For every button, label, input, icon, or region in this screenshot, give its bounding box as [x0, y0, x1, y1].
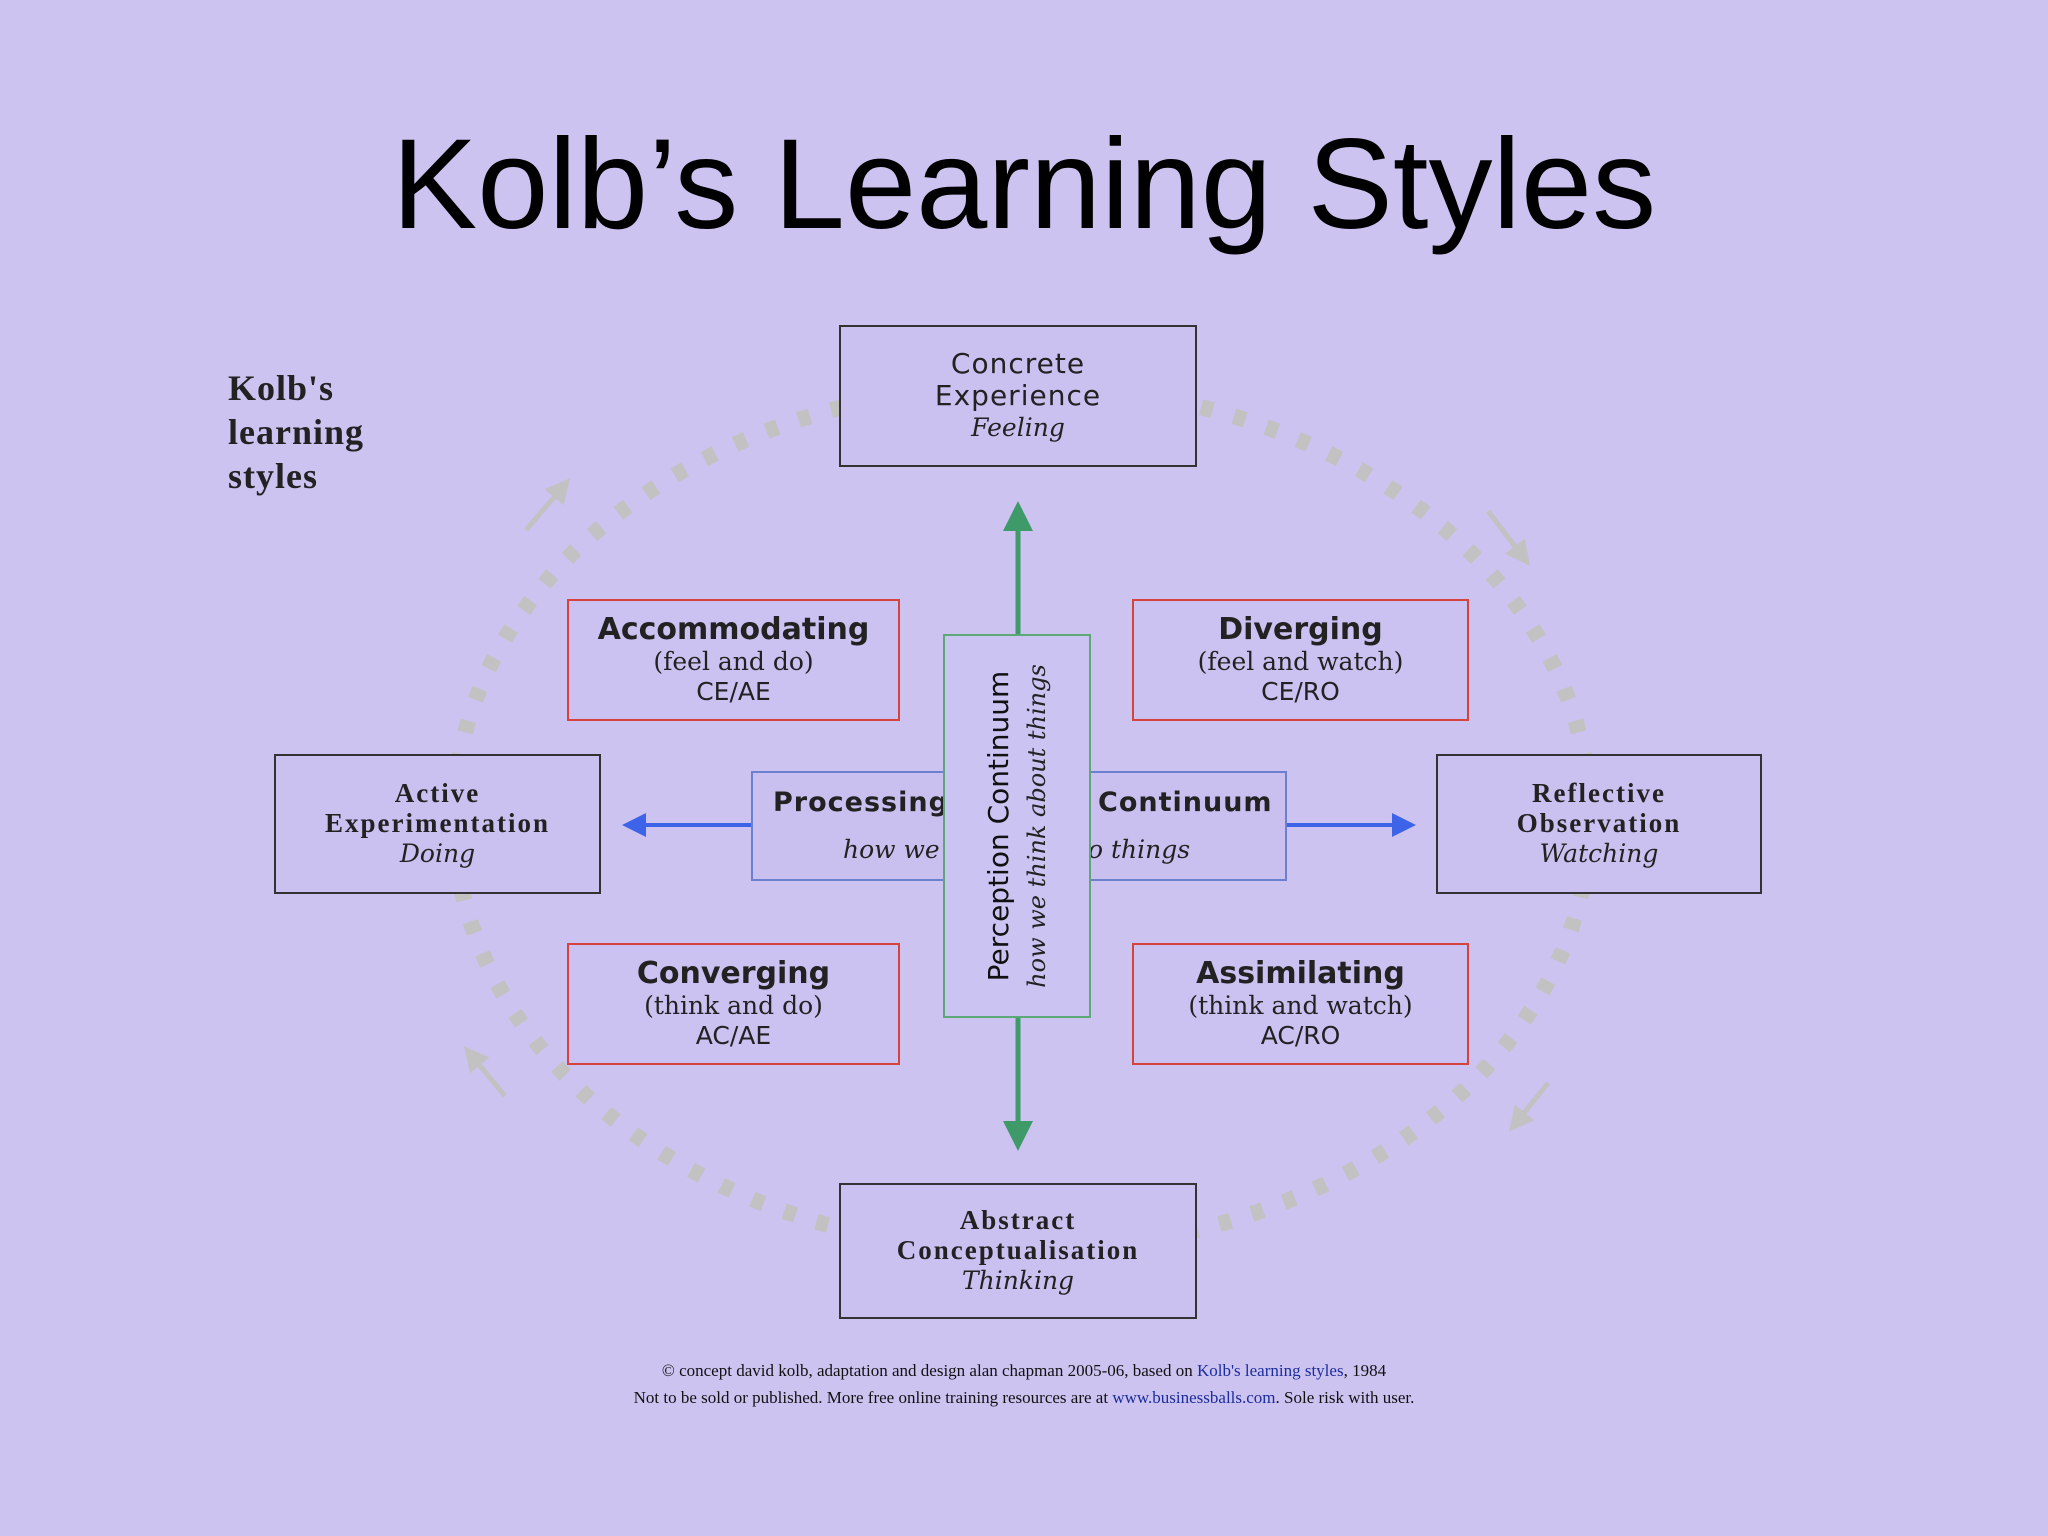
- credit-1-suffix: , 1984: [1343, 1361, 1387, 1380]
- perception-continuum-title: Perception Continuum: [982, 670, 1015, 982]
- abstract-conceptualisation-box: Abstract Conceptualisation Thinking: [839, 1183, 1197, 1319]
- assimilating-box: Assimilating (think and watch) AC/RO: [1132, 943, 1469, 1065]
- cycle-arrow-top-left: [524, 478, 571, 532]
- credit-line-1: © concept david kolb, adaptation and des…: [0, 1361, 2048, 1381]
- concrete-experience-name-2: Experience: [934, 379, 1102, 412]
- abstract-conceptualisation-name-1: Abstract: [959, 1205, 1077, 1235]
- side-label-line-1: Kolb's: [228, 368, 335, 408]
- accommodating-desc: (feel and do): [653, 647, 814, 676]
- assimilating-code: AC/RO: [1260, 1021, 1341, 1050]
- reflective-observation-box: Reflective Observation Watching: [1436, 754, 1762, 894]
- perception-continuum-box: Perception Continuum how we think about …: [943, 634, 1091, 1018]
- reflective-observation-name-1: Reflective: [1532, 778, 1666, 808]
- credit-1-text: © concept david kolb, adaptation and des…: [661, 1361, 1197, 1380]
- diverging-box: Diverging (feel and watch) CE/RO: [1132, 599, 1469, 721]
- converging-code: AC/AE: [695, 1021, 772, 1050]
- kolbs-learning-styles-link[interactable]: Kolb's learning styles: [1196, 1361, 1344, 1380]
- concrete-experience-box: Concrete Experience Feeling: [839, 325, 1197, 467]
- reflective-observation-mode: Watching: [1539, 839, 1659, 868]
- diverging-code: CE/RO: [1261, 677, 1340, 706]
- concrete-experience-mode: Feeling: [971, 413, 1065, 442]
- abstract-conceptualisation-name-2: Conceptualisation: [896, 1235, 1140, 1265]
- slide-title: Kolb’s Learning Styles: [391, 113, 1657, 256]
- credit-2-text: Not to be sold or published. More free o…: [633, 1388, 1113, 1407]
- assimilating-title: Assimilating: [1196, 956, 1405, 991]
- accommodating-title: Accommodating: [597, 612, 870, 647]
- active-experimentation-mode: Doing: [399, 839, 476, 868]
- abstract-conceptualisation-mode: Thinking: [961, 1266, 1075, 1295]
- active-experimentation-name-1: Active: [394, 778, 481, 808]
- perception-continuum-sub: how we think about things: [1023, 664, 1051, 988]
- side-label-line-2: learning: [228, 412, 365, 452]
- converging-desc: (think and do): [644, 991, 823, 1020]
- assimilating-desc: (think and watch): [1188, 991, 1413, 1020]
- processing-sub-left: how we: [843, 835, 940, 864]
- side-label-line-3: styles: [228, 456, 318, 496]
- accommodating-code: CE/AE: [696, 677, 771, 706]
- concrete-experience-name-1: Concrete: [950, 347, 1086, 380]
- active-experimentation-name-2: Experimentation: [325, 808, 550, 838]
- credit-line-2: Not to be sold or published. More free o…: [0, 1388, 2048, 1408]
- kolbs-learning-styles-label: Kolb's learning styles: [228, 366, 448, 498]
- cycle-arrow-bottom-right: [1508, 1081, 1550, 1132]
- cycle-arrow-bottom-left: [463, 1046, 507, 1098]
- diverging-desc: (feel and watch): [1197, 647, 1404, 676]
- active-experimentation-box: Active Experimentation Doing: [274, 754, 601, 894]
- perception-continuum-text: Perception Continuum how we think about …: [979, 636, 1055, 1016]
- reflective-observation-name-2: Observation: [1516, 808, 1682, 838]
- processing-title-right: Continuum: [1098, 787, 1273, 818]
- converging-box: Converging (think and do) AC/AE: [567, 943, 900, 1065]
- cycle-arrow-top-right: [1486, 509, 1531, 566]
- processing-sub-right: o things: [1088, 835, 1191, 864]
- diverging-title: Diverging: [1218, 612, 1383, 647]
- processing-title-left: Processing: [773, 787, 949, 818]
- converging-title: Converging: [636, 956, 831, 991]
- businessballs-link[interactable]: www.businessballs.com: [1112, 1388, 1276, 1407]
- accommodating-box: Accommodating (feel and do) CE/AE: [567, 599, 900, 721]
- credit-2-suffix: . Sole risk with user.: [1275, 1388, 1415, 1407]
